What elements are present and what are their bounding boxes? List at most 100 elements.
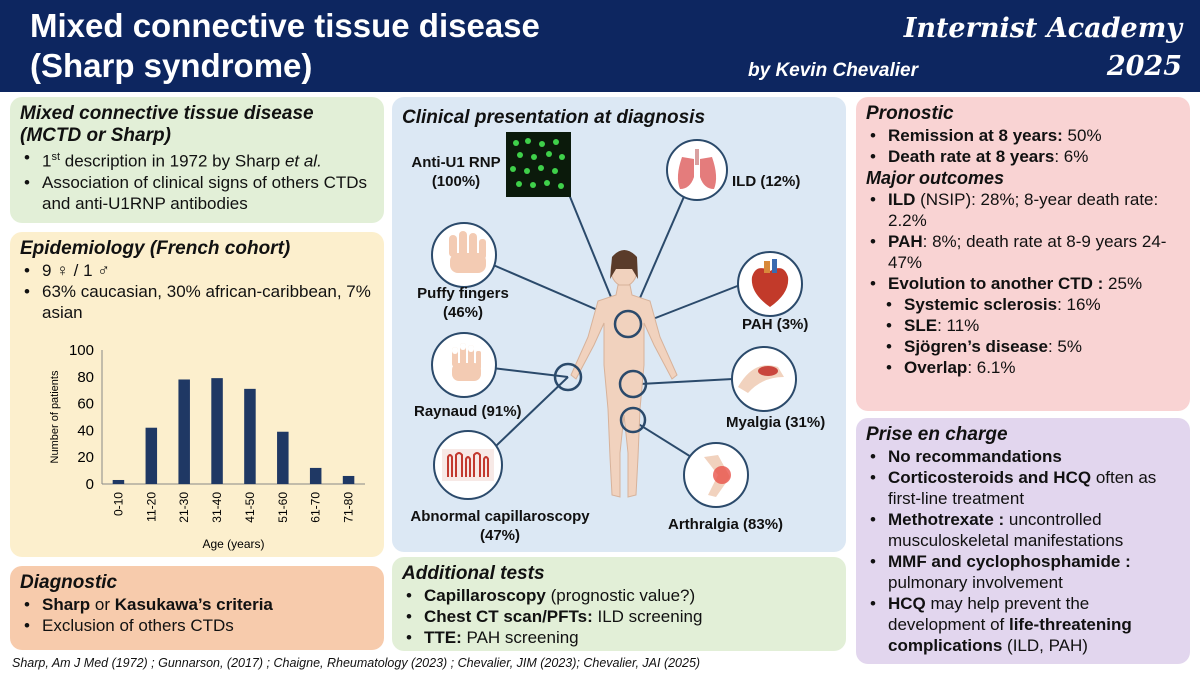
mgmt-item4-t: pulmonary involvement (888, 573, 1063, 592)
list-item: Overlap: 6.1% (866, 357, 1180, 378)
x-axis-label: Age (years) (202, 537, 264, 551)
outcome-pah-b: PAH (888, 232, 923, 251)
list-item: No recommandations (866, 446, 1180, 467)
y-tick-label: 60 (77, 396, 94, 413)
chart-bar (342, 475, 355, 484)
prognostic-list: Remission at 8 years: 50% Death rate at … (866, 125, 1180, 167)
mgmt-item3-t: uncontrolled musculoskeletal manifestati… (888, 510, 1124, 550)
mgmt-item1-b: No recommandations (888, 447, 1062, 466)
clinical-title: Clinical presentation at diagnosis (402, 107, 706, 128)
chart-bar (145, 427, 158, 484)
mctd-item1-sup: st (51, 151, 61, 163)
major-outcomes-title: Major outcomes (866, 168, 1005, 188)
knee-glyph (704, 455, 731, 497)
diag-item2: Exclusion of others CTDs (42, 616, 234, 635)
mctd-list: 1st description in 1972 by Sharp et al. … (20, 147, 374, 214)
list-item: Death rate at 8 years: 6% (866, 146, 1180, 167)
capillary-glyph (442, 449, 494, 481)
outcome-sjo-b: Sjögren’s disease (904, 337, 1048, 356)
add-item3-t: PAH screening (461, 628, 579, 647)
puffy-text: Puffy fingers (46%) (417, 285, 509, 321)
raynaud-tips (452, 343, 474, 354)
chart-bar (211, 378, 223, 484)
remission-t: 50% (1062, 126, 1102, 145)
y-axis-label: Number of patients (49, 370, 61, 463)
outcome-sle-b: SLE (904, 316, 938, 335)
list-item: 1st description in 1972 by Sharp et al. (20, 147, 374, 172)
management-list: No recommandations Corticosteroids and H… (866, 446, 1180, 656)
body-shape (570, 284, 678, 498)
prognostic-box: Pronostic Remission at 8 years: 50% Deat… (856, 97, 1190, 411)
clinical-box: Clinical presentation at diagnosis (392, 97, 846, 552)
arm-glyph (738, 365, 784, 393)
anti-u1-text: Anti-U1 RNP (100%) (411, 154, 501, 190)
x-tick-label: 41-50 (243, 492, 257, 523)
death-t: : 6% (1054, 147, 1089, 166)
lung-marker (613, 309, 643, 339)
hip-marker (618, 369, 648, 399)
list-item: Sharp or Kasukawa’s criteria (20, 594, 374, 615)
mgmt-item3-b: Methotrexate : (888, 510, 1005, 529)
chart-bar (112, 479, 125, 484)
anti-u1-label: Anti-U1 RNP (100%) (400, 153, 512, 191)
body-hair (610, 250, 638, 279)
references: Sharp, Am J Med (1972) ; Gunnarson, (201… (12, 656, 701, 670)
x-tick-label: 21-30 (177, 492, 191, 523)
y-tick-label: 100 (69, 342, 94, 359)
management-box: Prise en charge No recommandations Corti… (856, 418, 1190, 664)
lungs-glyph (677, 149, 717, 189)
x-tick-label: 0-10 (111, 492, 125, 516)
x-tick-label: 61-70 (309, 492, 323, 523)
mgmt-item4-b: MMF and cyclophosphamide : (888, 552, 1131, 571)
knee-marker (619, 406, 647, 434)
list-item: PAH: 8%; death rate at 8-9 years 24-47% (866, 231, 1180, 273)
diagnostic-list: Sharp or Kasukawa’s criteria Exclusion o… (20, 594, 374, 636)
outcome-sle-t: : 11% (937, 316, 980, 335)
mgmt-item2-b: Corticosteroids and HCQ (888, 468, 1092, 487)
y-tick-label: 0 (86, 476, 94, 493)
mctd-item2: Association of clinical signs of others … (42, 172, 368, 213)
outcome-evo-t: 25% (1103, 274, 1143, 293)
outcome-ild-t: (NSIP): 28%; 8-year death rate: 2.2% (888, 190, 1159, 230)
y-tick-label: 20 (77, 449, 94, 466)
epidemiology-box: Epidemiology (French cohort) 9 ♀ / 1 ♂ 6… (10, 232, 384, 557)
diag-item1-mid: or (90, 595, 115, 614)
list-item: 63% caucasian, 30% african-caribbean, 7%… (20, 281, 374, 323)
list-item: Exclusion of others CTDs (20, 615, 374, 636)
capillaroscopy-label: Abnormal capillaroscopy (47%) (400, 507, 600, 545)
list-item: SLE: 11% (866, 315, 1180, 336)
mctd-title-line-2: (MCTD or Sharp) (20, 125, 171, 146)
x-tick-label: 11-20 (144, 492, 158, 522)
title-line-1: Mixed connective tissue disease (30, 7, 540, 44)
pah-label: PAH (3%) (742, 316, 809, 333)
mgmt-item5-b2: life-threatening complications (888, 615, 1132, 655)
outcome-ssc-t: : 16% (1057, 295, 1101, 314)
mgmt-item2-t: often as first-line treatment (888, 468, 1157, 508)
epidemiology-title: Epidemiology (French cohort) (20, 238, 291, 259)
mctd-item1-em: et al. (284, 151, 322, 171)
mctd-item1-pre: 1 (42, 151, 52, 171)
raynaud-label: Raynaud (91%) (414, 403, 522, 420)
joint-markers (553, 309, 648, 434)
list-item: Evolution to another CTD : 25% (866, 273, 1180, 294)
major-outcomes-list: ILD (NSIP): 28%; 8-year death rate: 2.2%… (866, 189, 1180, 378)
list-item: 9 ♀ / 1 ♂ (20, 260, 374, 281)
x-tick-label: 71-80 (342, 492, 356, 523)
remission-b: Remission at 8 years: (888, 126, 1063, 145)
arthralgia-label: Arthralgia (83%) (668, 516, 784, 533)
diagnostic-box: Diagnostic Sharp or Kasukawa’s criteria … (10, 566, 384, 650)
mctd-title: Mixed connective tissue disease (MCTD or… (20, 103, 374, 147)
title-line-2: (Sharp syndrome) (30, 47, 313, 84)
list-item: TTE: PAH screening (402, 627, 836, 648)
list-item: ILD (NSIP): 28%; 8-year death rate: 2.2% (866, 189, 1180, 231)
connector-line (639, 284, 741, 325)
author: by Kevin Chevalier (748, 60, 919, 81)
y-tick-label: 80 (77, 369, 94, 386)
outcome-evo-b: Evolution to another CTD : (888, 274, 1104, 293)
mgmt-item5-t2: (ILD, PAH) (1002, 636, 1088, 655)
hand-marker (553, 362, 583, 392)
outcome-ild-b: ILD (888, 190, 916, 209)
brand-logo: Internist Academy 2025 (904, 10, 1182, 86)
clinical-illustration (431, 132, 803, 508)
